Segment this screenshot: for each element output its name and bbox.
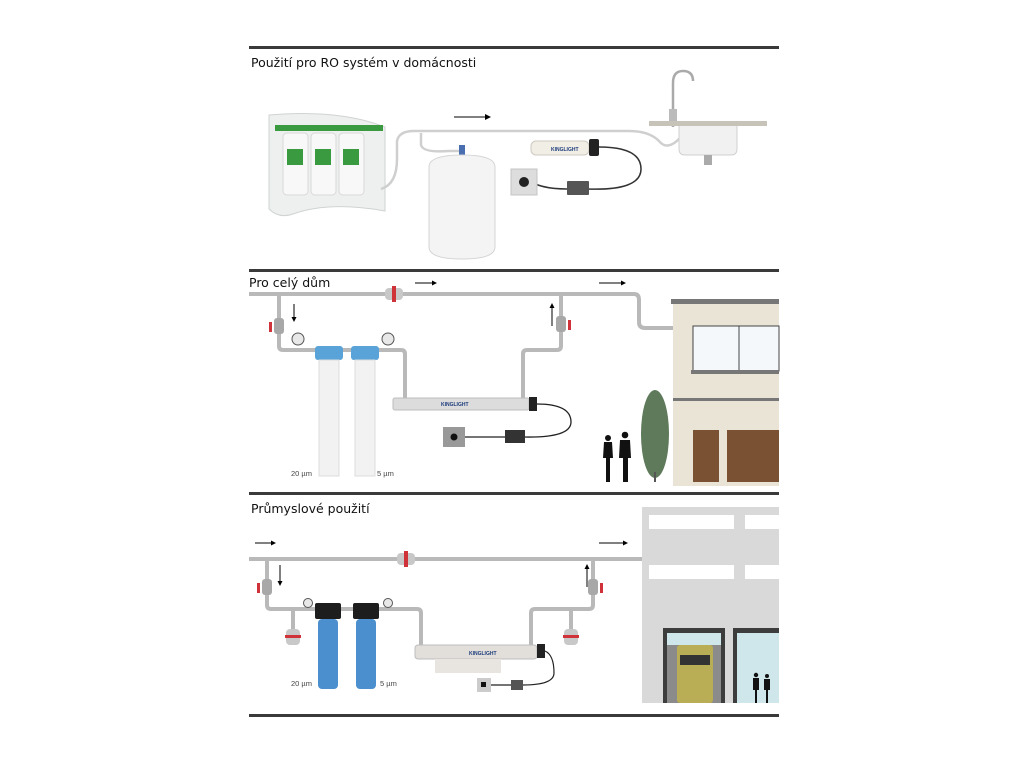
tree [641, 390, 669, 482]
inlet-pipe [277, 294, 407, 398]
filter-label: 5 µm [377, 469, 394, 478]
flow-arrow-up-icon [549, 303, 555, 326]
uv-sterilizer: KINGLIGHT [530, 139, 599, 156]
ball-valve [556, 316, 571, 332]
filter-cartridge [282, 132, 309, 196]
industrial-building [642, 507, 779, 703]
people-silhouette-icon [603, 431, 631, 482]
uv-sterilizer: KINGLIGHT [414, 644, 545, 673]
power-adapter [511, 680, 523, 690]
inline-valve [385, 286, 403, 302]
section-rule-top [249, 46, 779, 49]
pressure-gauge [383, 598, 393, 608]
brand-logo: KINGLIGHT [551, 147, 579, 153]
flow-arrow-icon [599, 280, 626, 286]
outlet-pipe [521, 294, 563, 398]
green-label-strip [275, 125, 383, 131]
ro-filter-unit [268, 113, 386, 217]
panel-ro-system: Použití pro RO systém v domácnosti [249, 49, 779, 269]
section-rule-1 [249, 269, 779, 272]
flow-arrow-icon [255, 540, 276, 546]
brand-logo: KINGLIGHT [441, 402, 469, 408]
filter-label: 20 µm [291, 469, 312, 478]
inline-valve [397, 551, 415, 567]
sediment-filter-20um [315, 346, 343, 477]
brand-logo: KINGLIGHT [469, 651, 497, 657]
whole-house-diagram: 20 µm 5 µm KINGLIGHT [249, 280, 780, 486]
outlet-pipe [529, 559, 595, 645]
big-blue-filter-20um [315, 603, 341, 689]
wall-socket [510, 168, 538, 196]
sink-faucet [649, 69, 767, 165]
section-rule-bottom [249, 714, 779, 717]
ball-valve [257, 579, 272, 595]
industrial-diagram: 20 µm 5 µm KINGLIGHT [249, 507, 779, 703]
power-cable [586, 146, 642, 190]
main-pipe [249, 292, 673, 330]
truck [677, 645, 713, 703]
pressure-gauge [381, 332, 395, 346]
drain-valve [285, 629, 301, 645]
uv-sterilizer: KINGLIGHT [392, 397, 537, 411]
panel-whole-house: Pro celý dům [249, 272, 780, 486]
flow-arrow-down-icon [291, 304, 297, 322]
panel-title: Pro celý dům [249, 275, 331, 290]
flow-arrow-icon [415, 280, 437, 286]
wall-socket [477, 678, 491, 692]
big-blue-filter-5um [353, 603, 379, 689]
flow-arrow-icon [599, 540, 628, 546]
panel-title: Použití pro RO systém v domácnosti [251, 55, 477, 70]
pressure-gauge [291, 332, 305, 346]
wall-socket [443, 427, 465, 447]
power-adapter [567, 181, 589, 195]
house [671, 299, 780, 486]
people-silhouette-icon [753, 672, 770, 703]
sediment-filter-5um [351, 346, 379, 477]
water-tubing [380, 127, 710, 191]
flow-arrow-icon [454, 114, 491, 120]
flow-arrow-up-icon [584, 564, 590, 587]
filter-label: 5 µm [380, 679, 397, 688]
ro-diagram: KINGLIGHT [268, 69, 767, 260]
drain-valve [563, 629, 579, 645]
tank-tubing [419, 133, 461, 153]
panel-industrial: Průmyslové použití [249, 495, 779, 714]
garage-door [727, 430, 779, 482]
filter-label: 20 µm [291, 679, 312, 688]
power-cable [522, 650, 555, 686]
panel-title: Průmyslové použití [251, 501, 370, 516]
pressure-tank [428, 145, 496, 260]
filter-cartridge [338, 132, 365, 196]
inlet-pipe [265, 559, 423, 645]
section-rule-2 [249, 492, 779, 495]
power-adapter [505, 430, 525, 443]
flow-arrow-down-icon [277, 565, 283, 586]
filter-cartridge [310, 132, 337, 196]
pressure-gauge [303, 598, 313, 608]
ball-valve [588, 579, 603, 595]
ball-valve [269, 318, 284, 334]
power-cable [523, 403, 572, 438]
door [693, 430, 719, 482]
